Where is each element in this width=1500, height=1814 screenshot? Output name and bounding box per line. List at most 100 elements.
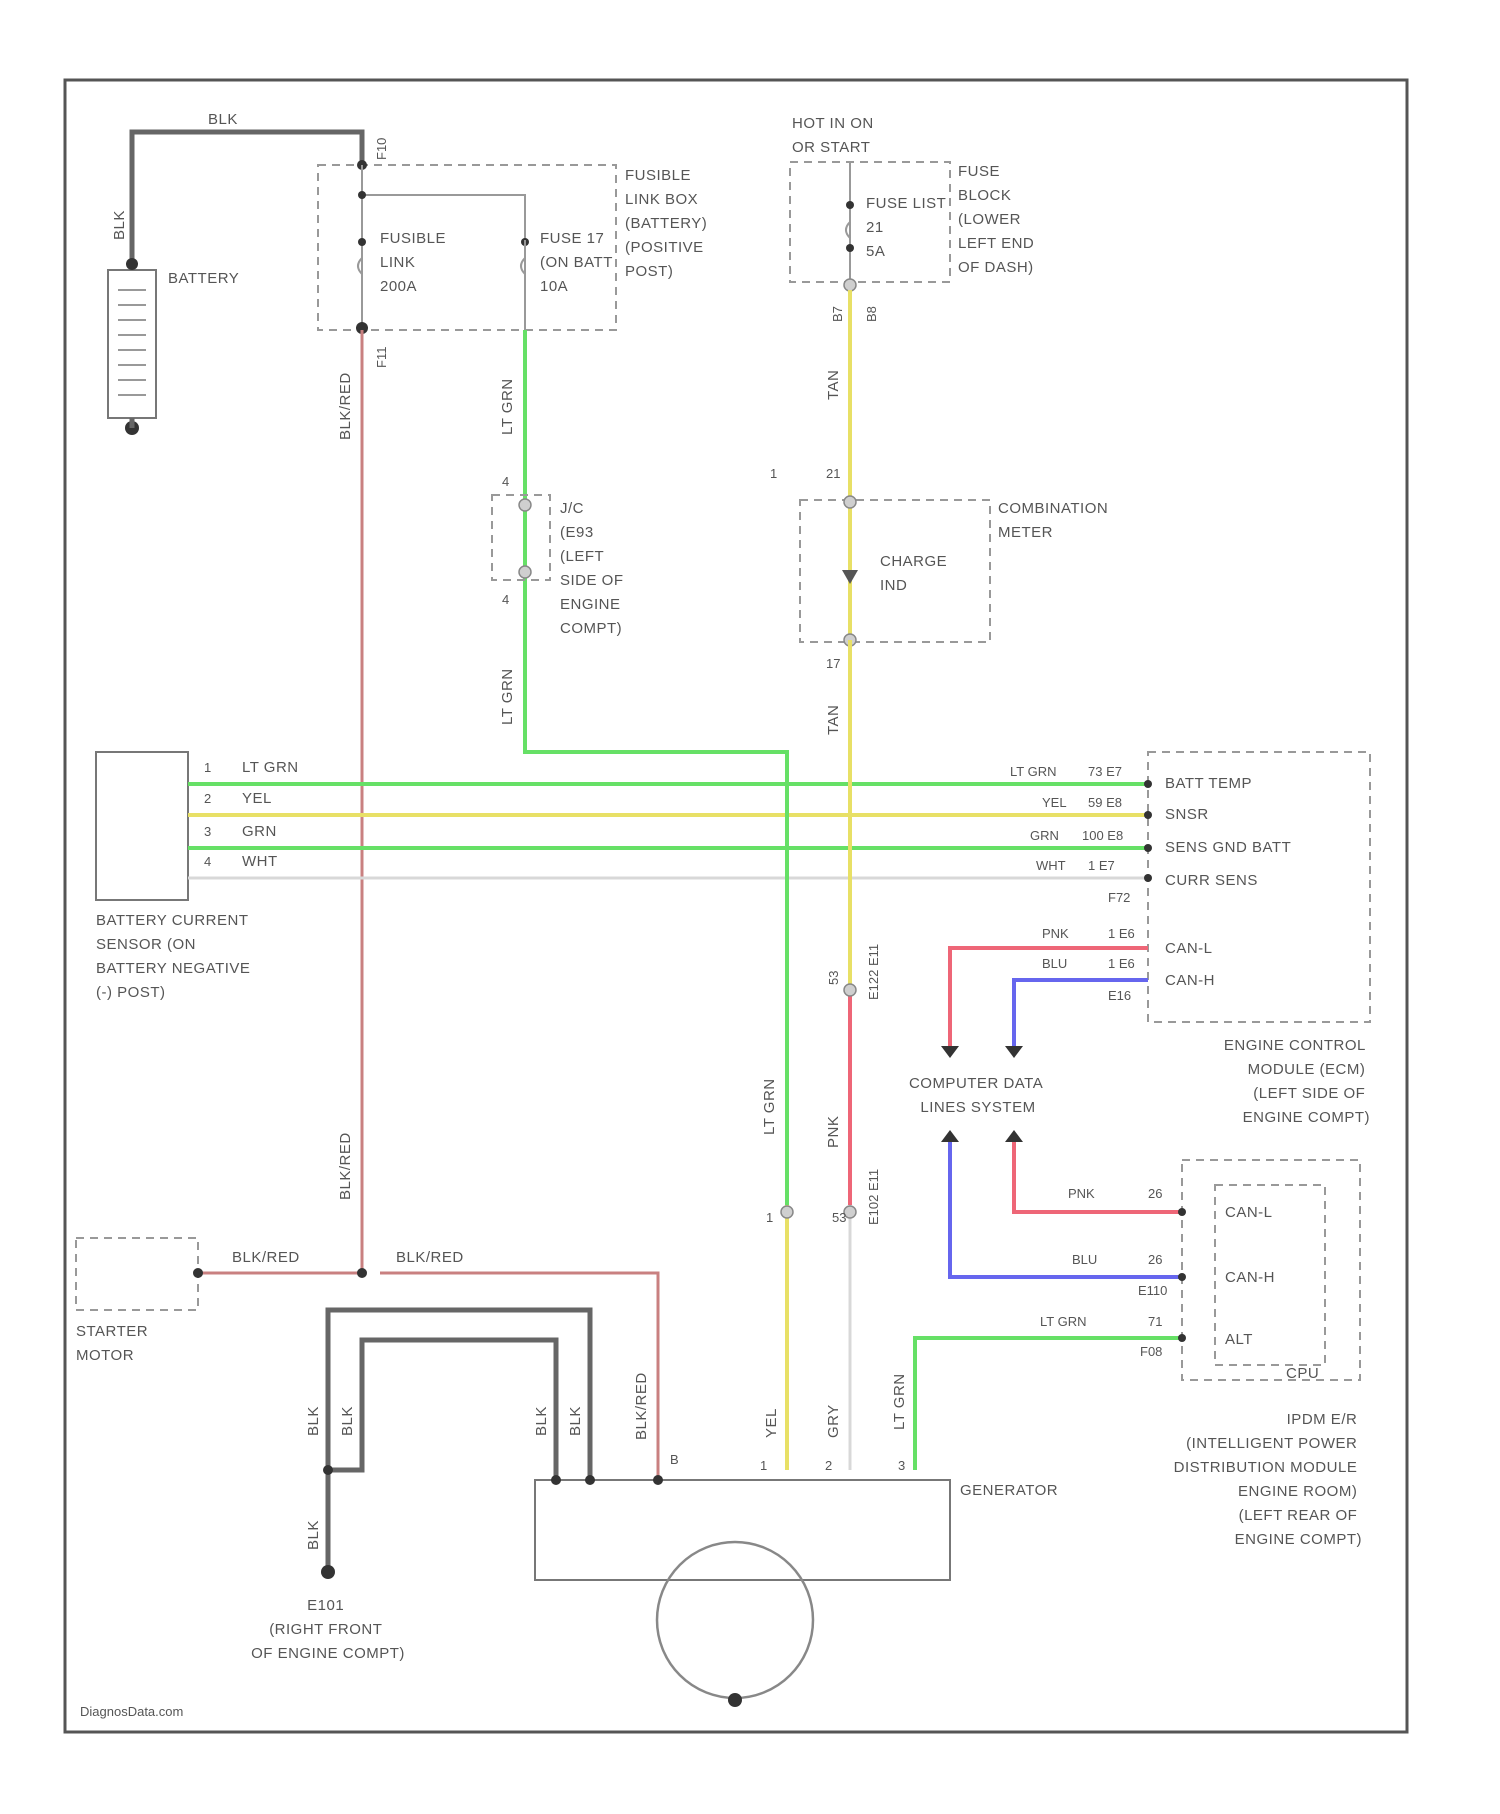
ipdm-row-2-name: CAN-H (1225, 1269, 1275, 1286)
ecm-in-2-name: SNSR (1165, 806, 1209, 823)
hot-line-1: HOT IN ON (792, 115, 874, 132)
fb-label-4: LEFT END (958, 235, 1034, 252)
fb-label-3: (LOWER (958, 211, 1021, 228)
blk-wire-inner (328, 1340, 556, 1480)
cm-line-2: METER (998, 524, 1053, 541)
lt-grn-mid-label: LT GRN (499, 668, 516, 725)
combination-meter-box (800, 500, 990, 642)
starter-motor-box (76, 1238, 198, 1310)
blk-red-lower-label: BLK/RED (337, 1132, 354, 1200)
fuse21-line-1: FUSE LIST (866, 195, 946, 212)
cdl-line-1: COMPUTER DATA (909, 1075, 1043, 1092)
ipdm-line-5: (LEFT REAR OF (1239, 1507, 1358, 1524)
fb-label-5: OF DASH) (958, 259, 1034, 276)
blk-red-main-label: BLK/RED (337, 372, 354, 440)
ecm-line-1: ENGINE CONTROL (1224, 1037, 1365, 1054)
bs-line-3: BATTERY NEGATIVE (96, 960, 250, 977)
pnk-vertical-label: PNK (825, 1116, 842, 1148)
gen-pin-3: 3 (898, 1458, 905, 1473)
ipdm-line-6: ENGINE COMPT) (1235, 1531, 1362, 1548)
starter-dot (193, 1268, 203, 1278)
connector-c2: E102 E11 (866, 1169, 881, 1225)
ecm-line-4: ENGINE COMPT) (1243, 1109, 1370, 1126)
splice-dot (357, 1268, 367, 1278)
fuse21-top-dot (846, 201, 854, 209)
gen-b-dot (653, 1475, 663, 1485)
fusible-link-line-1: FUSIBLE (380, 230, 446, 247)
flb-label-3: (BATTERY) (625, 215, 707, 232)
connector-tan-dot (844, 984, 856, 996)
ipdm-row-3-name: ALT (1225, 1331, 1253, 1348)
fuse-block-out-dot (844, 279, 856, 291)
ecm-can-l-wire-label: PNK (1042, 926, 1069, 941)
ipdm-line-3: DISTRIBUTION MODULE (1174, 1459, 1358, 1476)
ecm-in-4-wire: WHT (1036, 858, 1066, 873)
hot-in-on-label: HOT IN ON OR START (792, 115, 878, 156)
starter-label: STARTER MOTOR (76, 1323, 153, 1364)
gen-pin-1: 1 (760, 1458, 767, 1473)
ecm-can-l-arrow (941, 1046, 959, 1058)
sensor-pin-1: 1 (204, 760, 211, 775)
ecm-can-h-name: CAN-H (1165, 972, 1215, 989)
meter-pin-top-dot (844, 496, 856, 508)
ipdm-pin-f08: F08 (1140, 1344, 1162, 1359)
ecm-pin-dot-2 (1144, 811, 1152, 819)
ipdm-pin-e110: E110 (1138, 1283, 1167, 1298)
ground-dot (321, 1565, 335, 1579)
bs-line-4: (-) POST) (96, 984, 166, 1001)
blk-3-label: BLK (533, 1406, 550, 1436)
gen-b-terminal-label: B (670, 1452, 679, 1467)
fb-label-2: BLOCK (958, 187, 1011, 204)
ecm-in-1-name: BATT TEMP (1165, 775, 1252, 792)
fuse21-line-2: 21 (866, 219, 884, 236)
ecm-in-2-pin: 59 E8 (1088, 795, 1122, 810)
ecm-pin-dot-4 (1144, 874, 1152, 882)
sensor-wire-3-label: GRN (242, 823, 277, 840)
ipdm-row-1-wire: PNK (1068, 1186, 1095, 1201)
gen-blk-dot-1 (551, 1475, 561, 1485)
blk-1-label: BLK (305, 1406, 322, 1436)
ground-label: E101 (RIGHT FRONT OF ENGINE COMPT) (251, 1597, 405, 1662)
sensor-wire-1-label: LT GRN (242, 759, 299, 776)
ipdm-line-4: ENGINE ROOM) (1238, 1483, 1357, 1500)
jc-pin-bottom: 4 (502, 592, 509, 607)
fusible-link-wiring (356, 160, 529, 334)
connector-c5: 53 (826, 971, 841, 985)
jc-line-6: COMPT) (560, 620, 622, 637)
meter-pin-top: 21 (826, 466, 840, 481)
fuse17-text: FUSE 17 (ON BATT 10A (540, 230, 617, 295)
ecm-pin-f72: F72 (1108, 890, 1130, 905)
jc-line-3: (LEFT (560, 548, 604, 565)
connector-c6: 1 (770, 466, 777, 481)
jc-line-5: ENGINE (560, 596, 621, 613)
yel-gen-label: YEL (763, 1408, 780, 1438)
blk-2-label: BLK (339, 1406, 356, 1436)
blk-red-gen-wire (380, 1273, 658, 1480)
charge-line-2: IND (880, 577, 907, 594)
ground-line-1: E101 (307, 1597, 344, 1614)
ipdm-pin-dot-3 (1178, 1334, 1186, 1342)
blk-red-starter-label: BLK/RED (232, 1249, 300, 1266)
computer-data-label: COMPUTER DATA LINES SYSTEM (909, 1075, 1047, 1116)
gen-pin-2: 2 (825, 1458, 832, 1473)
fuse-block-label: FUSE BLOCK (LOWER LEFT END OF DASH) (958, 163, 1039, 276)
fuse21-line-3: 5A (866, 243, 885, 260)
blk-red-gen-v-label: BLK/RED (633, 1372, 650, 1440)
fuse17-line-2: (ON BATT (540, 254, 613, 271)
starter-line-1: STARTER (76, 1323, 148, 1340)
fusible-link-box-label: FUSIBLE LINK BOX (BATTERY) (POSITIVE POS… (625, 167, 712, 280)
ecm-can-h-pin: 1 E6 (1108, 956, 1135, 971)
jc-line-2: (E93 (560, 524, 594, 541)
ipdm-pin-dot-2 (1178, 1273, 1186, 1281)
lt-grn-gen-label: LT GRN (891, 1373, 908, 1430)
connector-c1: E122 E11 (866, 944, 881, 1000)
battery-sensor-box (96, 752, 188, 900)
ecm-can-l-pin: 1 E6 (1108, 926, 1135, 941)
tan-upper-label: TAN (825, 370, 842, 400)
bs-line-2: SENSOR (ON (96, 936, 196, 953)
ecm-in-4-name: CURR SENS (1165, 872, 1258, 889)
starter-line-2: MOTOR (76, 1347, 134, 1364)
ecm-in-3-name: SENS GND BATT (1165, 839, 1291, 856)
tan-lower-label: TAN (825, 705, 842, 735)
